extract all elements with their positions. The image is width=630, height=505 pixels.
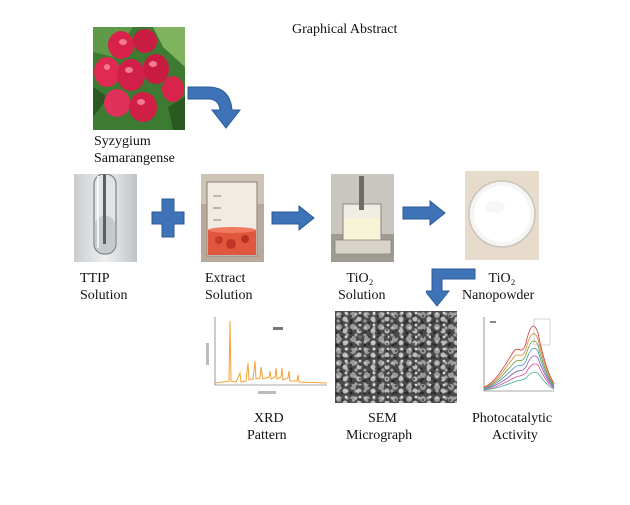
photocatalytic-label-line2: Activity [492,428,538,443]
xrd-label-line1: XRD [254,411,284,426]
plant-label-line2: Samarangense [94,151,175,166]
photocatalytic-label-line1: Photocatalytic [472,411,553,426]
sem-label-line1: SEM [368,411,397,426]
tio2-nanopowder-label-line2: Nanopowder [462,288,535,303]
syzygium-fruit-photo [93,27,185,130]
xrd-label-line2: Pattern [247,428,287,443]
extract-solution-photo [201,174,264,262]
ttip-label-line1: TTIP [80,271,110,286]
extract-label-line2: Solution [205,288,253,303]
ttip-label-line2: Solution [80,288,128,303]
xrd-pattern-plot [203,313,330,397]
right-arrow-icon [402,200,446,226]
extract-label-line1: Extract [205,271,246,286]
down-arrow-icon [426,266,476,308]
plant-label-line1: Syzygium [94,134,151,149]
sem-label-line2: Micrograph [346,428,413,443]
tio2-solution-photo [331,174,394,262]
curved-arrow-icon [186,82,248,132]
ttip-solution-photo [74,174,137,262]
tio2-solution-label-line1: TiO₂ [346,271,374,286]
tio2-solution-label-line2: Solution [338,288,386,303]
plus-icon [151,198,185,238]
page-title: Graphical Abstract [292,22,398,37]
tio2-nanopowder-photo [465,171,539,260]
photocatalytic-spectra-plot [476,313,556,405]
sem-micrograph [335,311,457,403]
right-arrow-icon [271,205,315,231]
tio2-nanopowder-label-line1: TiO₂ [488,271,516,286]
